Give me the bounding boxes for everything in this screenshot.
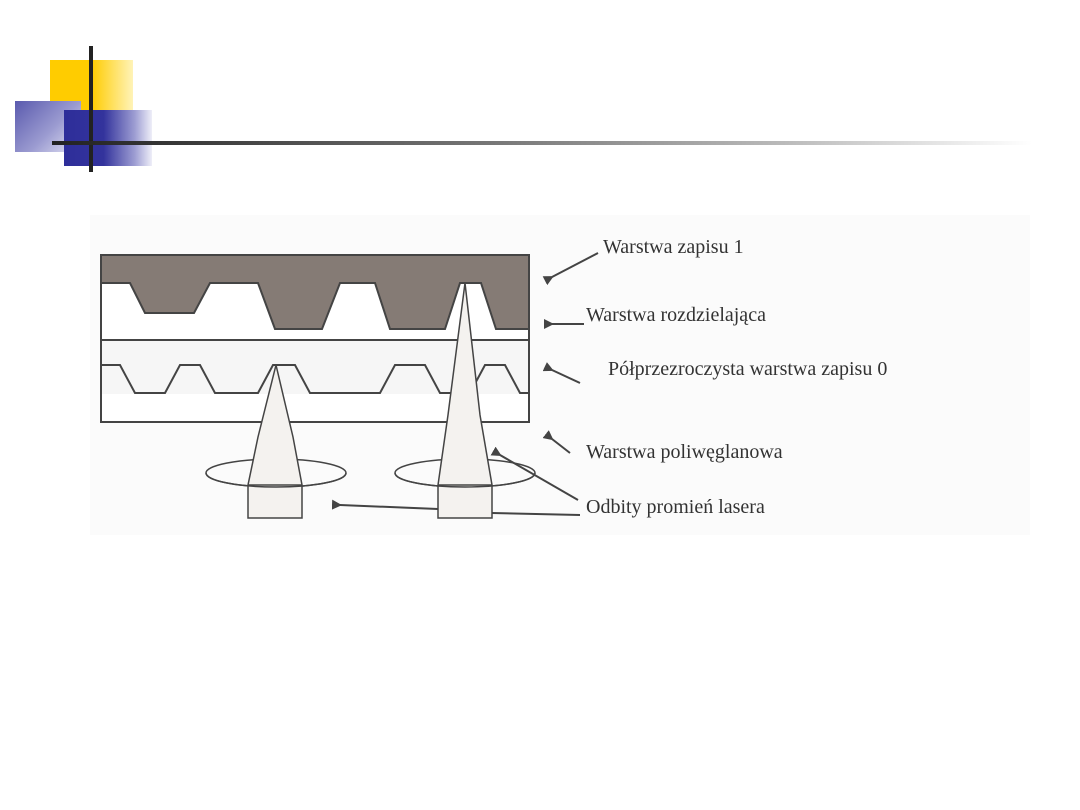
label-spacer-layer: Warstwa rozdzielająca [586, 304, 766, 326]
label-reflected-laser: Odbity promień lasera [586, 496, 765, 518]
laser-beam-layer0 [205, 364, 347, 519]
decor-blue-square-right [64, 110, 152, 166]
laser-beam-layer1 [394, 282, 536, 519]
label-record-layer-1: Warstwa zapisu 1 [603, 236, 744, 258]
record-layer-1 [100, 254, 530, 330]
decor-vertical-line [89, 46, 93, 172]
record-layer-0 [101, 364, 529, 394]
label-arrows [331, 252, 599, 516]
label-polycarbonate-layer: Warstwa poliwęglanowa [586, 441, 783, 463]
disc-layer-diagram: Warstwa zapisu 1 Warstwa rozdzielająca P… [90, 215, 1030, 535]
label-record-layer-0: Półprzezroczysta warstwa zapisu 0 [608, 358, 887, 380]
title-underline [52, 141, 1032, 145]
